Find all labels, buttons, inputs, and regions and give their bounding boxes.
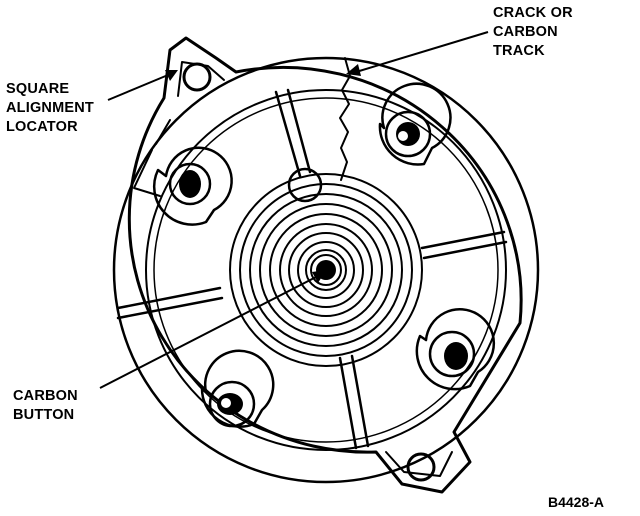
label-line: CRACK OR (493, 5, 573, 21)
crack-carbon-track (339, 57, 351, 181)
inner-rim-2 (145, 89, 507, 451)
carbon-button-label: CARBON BUTTON (13, 387, 78, 425)
crack-carbon-track-label: CRACK OR CARBON TRACK (493, 4, 573, 61)
terminal-tower-3 (415, 308, 496, 391)
label-line: LOCATOR (6, 119, 78, 135)
leader-lines (99, 31, 489, 389)
terminal-tower-2 (378, 82, 452, 166)
label-line: ALIGNMENT (6, 100, 94, 116)
label-line: CARBON (493, 24, 558, 40)
label-line: SQUARE (6, 81, 70, 97)
label-line: CARBON (13, 388, 78, 404)
terminal-tower-1 (152, 146, 233, 226)
mounting-hole-top (182, 62, 212, 92)
label-line: TRACK (493, 43, 545, 59)
ear-contour-bottom (385, 451, 453, 477)
terminal-tower-4 (200, 349, 275, 428)
mounting-hole-bottom (406, 452, 436, 482)
rotor-bore-rings (229, 173, 423, 367)
figure-id: B4428-A (548, 494, 605, 510)
radial-ribs (116, 88, 508, 450)
cap-outline (127, 36, 523, 494)
inner-rim-3 (153, 97, 499, 443)
label-line: BUTTON (13, 407, 75, 423)
side-bracket (133, 119, 171, 197)
alignment-boss (287, 167, 323, 203)
square-alignment-locator-label: SQUARE ALIGNMENT LOCATOR (6, 80, 94, 137)
inner-rim-1 (112, 56, 540, 484)
